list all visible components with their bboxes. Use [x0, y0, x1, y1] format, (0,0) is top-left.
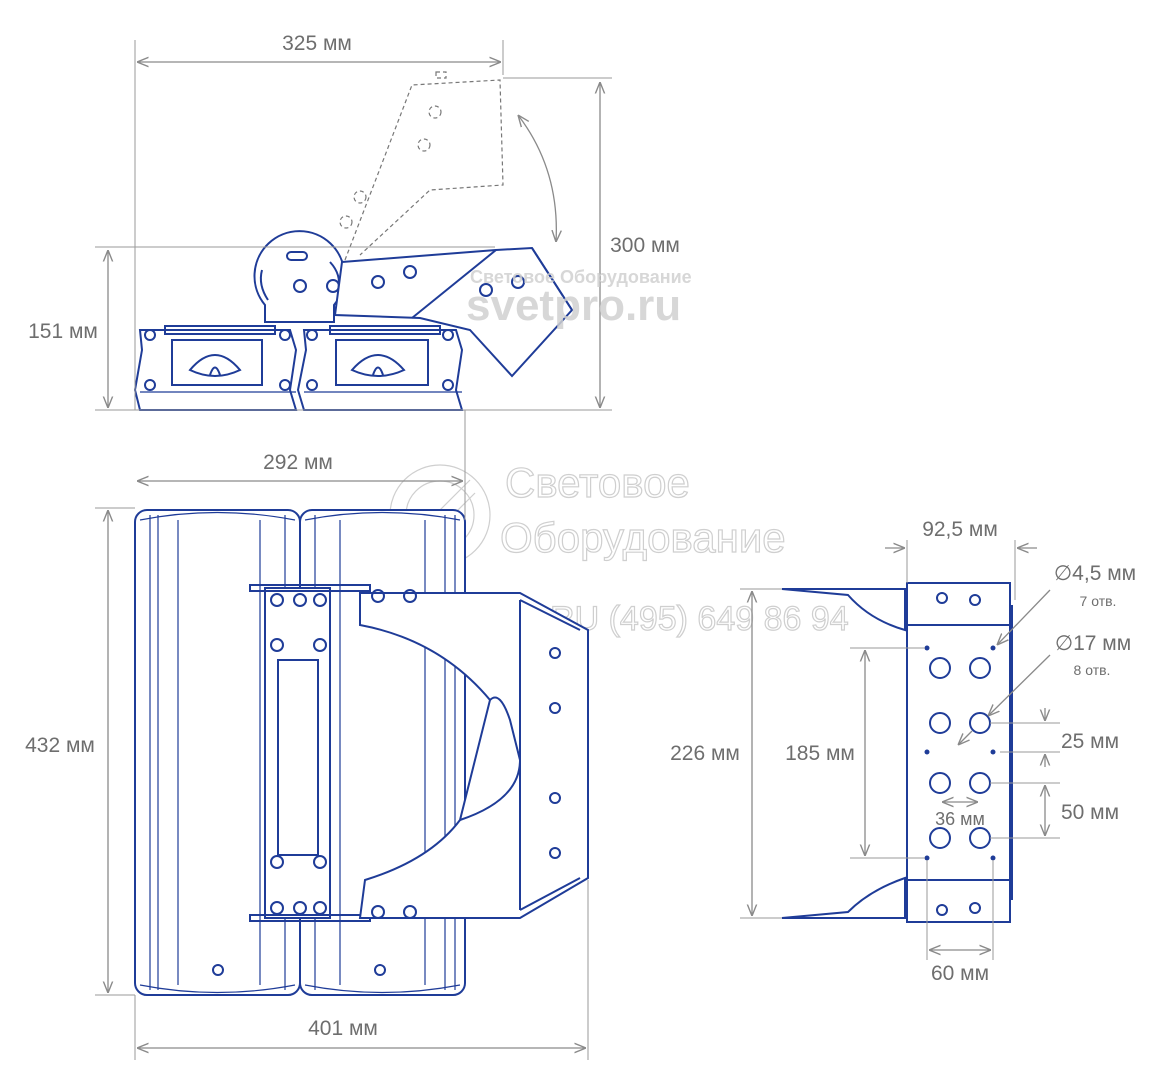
dim-151: 151 мм	[28, 320, 98, 343]
watermark-line2: Оборудование	[500, 514, 786, 561]
dim-hole-large: ∅17 мм	[1055, 632, 1131, 655]
dim-92-5: 92,5 мм	[922, 518, 998, 541]
dim-292: 292 мм	[263, 451, 333, 474]
hole-large-count: 8 отв.	[1074, 662, 1111, 678]
side-view-dimensions: 325 мм 300 мм 151 мм	[28, 32, 680, 411]
watermark-line1: Световое	[505, 459, 690, 506]
watermark-small-bottom: svetpro.ru	[466, 281, 681, 330]
dim-226: 226 мм	[670, 742, 740, 765]
dim-hole-small: ∅4,5 мм	[1054, 562, 1136, 585]
dim-25: 25 мм	[1061, 730, 1119, 753]
watermark-small-top: Световое Оборудование	[470, 267, 692, 287]
dim-325: 325 мм	[282, 32, 352, 55]
bracket-plate-dimensions: 92,5 мм ∅4,5 мм 7 отв. ∅17 мм 8 отв. 25 …	[670, 518, 1136, 985]
dim-300: 300 мм	[610, 234, 680, 257]
hole-small-count: 7 отв.	[1080, 593, 1117, 609]
watermark-small: Световое Оборудование svetpro.ru	[466, 267, 692, 330]
dim-401: 401 мм	[308, 1017, 378, 1040]
dim-185: 185 мм	[785, 742, 855, 765]
luminaire-module-left	[133, 325, 298, 411]
side-view	[133, 71, 574, 411]
front-view	[134, 509, 589, 996]
dim-60: 60 мм	[931, 962, 989, 985]
dim-36: 36 мм	[935, 809, 985, 829]
luminaire-module-right	[296, 325, 464, 411]
dim-50: 50 мм	[1061, 801, 1119, 824]
dim-432: 432 мм	[25, 734, 95, 757]
front-view-dimensions: 292 мм 432 мм 401 мм	[25, 410, 589, 1060]
